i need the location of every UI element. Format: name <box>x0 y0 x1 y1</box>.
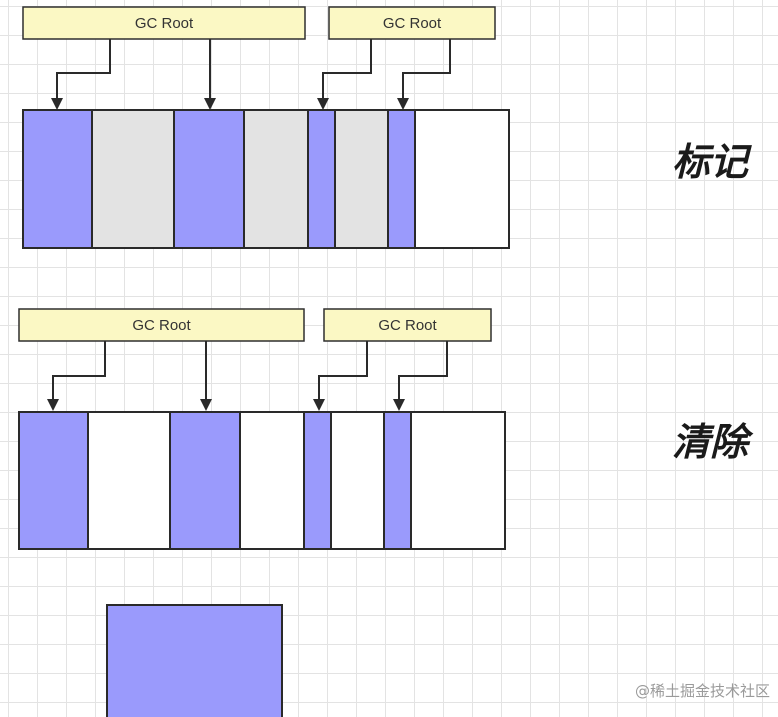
gc-root-box: GC Root <box>22 6 306 40</box>
reference-arrow <box>313 341 368 411</box>
gc-root-box: GC Root <box>323 308 492 342</box>
stage-1: GC Root GC Root 标记 <box>22 6 752 249</box>
memory-block-live <box>303 411 332 550</box>
stage-label: 标记 <box>672 140 752 184</box>
memory-strip <box>106 604 283 717</box>
memory-block-free <box>87 411 171 550</box>
gc-root-label: GC Root <box>132 317 191 334</box>
memory-block-live <box>18 411 89 550</box>
stage-label: 清除 <box>672 420 754 464</box>
gc-root-rect <box>18 308 305 342</box>
memory-block-garbage <box>334 109 389 249</box>
gc-root-rect <box>328 6 496 40</box>
gc-root-label: GC Root <box>378 317 437 334</box>
memory-block-garbage <box>243 109 309 249</box>
memory-block-live <box>169 411 241 550</box>
memory-block-live <box>173 109 245 249</box>
gc-root-rect <box>22 6 306 40</box>
memory-block-live <box>307 109 336 249</box>
reference-arrow <box>47 341 106 411</box>
memory-block-garbage <box>91 109 175 249</box>
memory-block-free <box>414 109 510 249</box>
memory-block-free <box>410 411 506 550</box>
memory-block-free <box>330 411 385 550</box>
reference-arrow <box>393 341 448 411</box>
gc-root-label: GC Root <box>135 15 194 32</box>
gc-root-label: GC Root <box>383 15 442 32</box>
gc-root-box: GC Root <box>328 6 496 40</box>
memory-block-live <box>106 604 283 717</box>
memory-block-free <box>239 411 305 550</box>
reference-arrow <box>317 39 372 110</box>
stage-2: GC Root GC Root 清除 <box>18 308 754 550</box>
reference-arrow <box>51 39 111 110</box>
stage-3 <box>106 604 283 717</box>
gc-root-box: GC Root <box>18 308 305 342</box>
memory-strip <box>22 109 510 249</box>
reference-arrow <box>397 39 451 110</box>
memory-block-live <box>22 109 93 249</box>
gc-root-rect <box>323 308 492 342</box>
memory-block-live <box>387 109 416 249</box>
memory-strip <box>18 411 506 550</box>
watermark: @稀土掘金技术社区 <box>635 682 770 700</box>
memory-block-live <box>383 411 412 550</box>
